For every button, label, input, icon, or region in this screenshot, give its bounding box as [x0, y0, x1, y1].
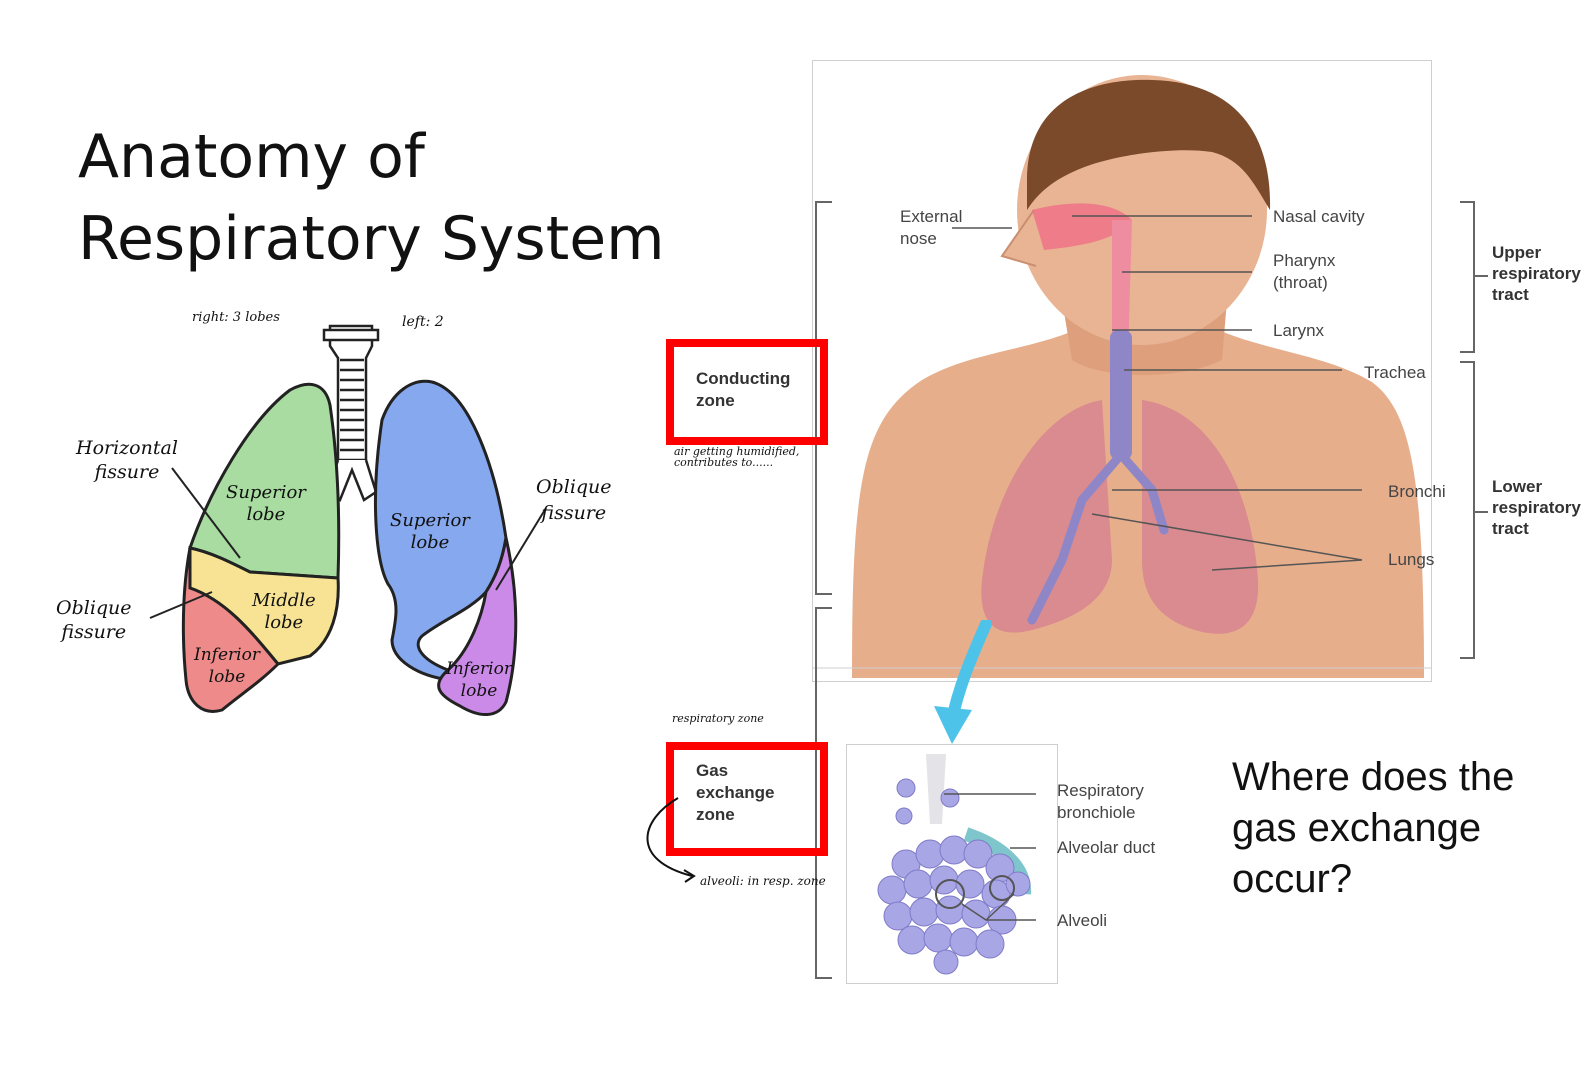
alveoli-cluster [877, 778, 1031, 975]
slide-title: Anatomy of Respiratory System [78, 122, 665, 274]
nasal-cavity [1032, 203, 1132, 250]
left-inferior-lobe [437, 537, 518, 716]
nose [1000, 209, 1037, 267]
pharynx [1112, 220, 1132, 360]
note-respiratory-zone: respiratory zone [672, 712, 764, 725]
label-conducting-zone: Conducting zone [696, 369, 791, 410]
label-bronchi: Bronchi [1388, 482, 1446, 501]
zone-brackets [815, 201, 832, 979]
label-lungs: Lungs [1388, 550, 1435, 569]
alveoli-illustration [877, 754, 1036, 975]
respiratory-bronchiole-tube [926, 754, 946, 824]
gas-exchange-zone-highlight [666, 742, 828, 856]
label-upper-respiratory-tract: Upper respiratory tract [1492, 243, 1581, 304]
label-left-inferior-lobe: Inferior lobe [446, 659, 512, 701]
anatomy-leaders [952, 215, 1363, 571]
right-inferior-lobe [181, 547, 281, 713]
label-lower-respiratory-tract: Lower respiratory tract [1492, 477, 1581, 538]
label-larynx: Larynx [1273, 321, 1325, 340]
note-alveoli: alveoli: in resp. zone [700, 874, 826, 888]
label-alveoli: Alveoli [1057, 911, 1108, 930]
curved-arrow [646, 797, 696, 883]
lung-sketch [149, 324, 547, 716]
label-right-superior-lobe: Superior lobe [226, 482, 306, 525]
label-respiratory-bronchiole: Respiratory bronchiole [1057, 781, 1144, 822]
label-oblique-fissure-left: Oblique fissure [56, 597, 132, 643]
label-alveolar-duct: Alveolar duct [1057, 838, 1156, 857]
conducting-zone-highlight [666, 339, 828, 445]
sketch-trachea [322, 324, 380, 502]
tract-brackets [1460, 201, 1488, 659]
horizontal-fissure-leader [171, 467, 241, 559]
left-lung [1142, 400, 1259, 634]
label-middle-lobe: Middle lobe [252, 590, 316, 633]
hair [1027, 79, 1271, 211]
label-horizontal-fissure: Horizontal fissure [76, 437, 178, 483]
oblique-fissure-right-leader [495, 507, 547, 591]
trachea [1110, 330, 1132, 460]
note-right-lobes: right: 3 lobes [192, 310, 280, 325]
label-nasal-cavity: Nasal cavity [1273, 207, 1365, 226]
label-gas-exchange-zone: Gas exchange zone [696, 761, 775, 824]
label-oblique-fissure-right: Oblique fissure [536, 476, 612, 524]
right-lung [981, 400, 1112, 633]
note-conducting-1: air getting humidified, [674, 445, 800, 458]
label-right-inferior-lobe: Inferior lobe [194, 645, 260, 687]
note-left-lobes: left: 2 [402, 314, 444, 330]
oblique-fissure-left-leader [149, 591, 213, 619]
note-conducting-2: contributes to...... [674, 456, 774, 469]
question-text: Where does the gas exchange occur? [1232, 755, 1515, 901]
label-pharynx: Pharynx (throat) [1273, 251, 1336, 292]
label-external-nose: External nose [900, 207, 963, 248]
label-left-superior-lobe: Superior lobe [390, 510, 470, 553]
label-trachea: Trachea [1364, 363, 1426, 382]
anatomy-illustration [812, 75, 1432, 678]
left-superior-lobe [373, 379, 508, 682]
blue-arrow [934, 620, 992, 744]
